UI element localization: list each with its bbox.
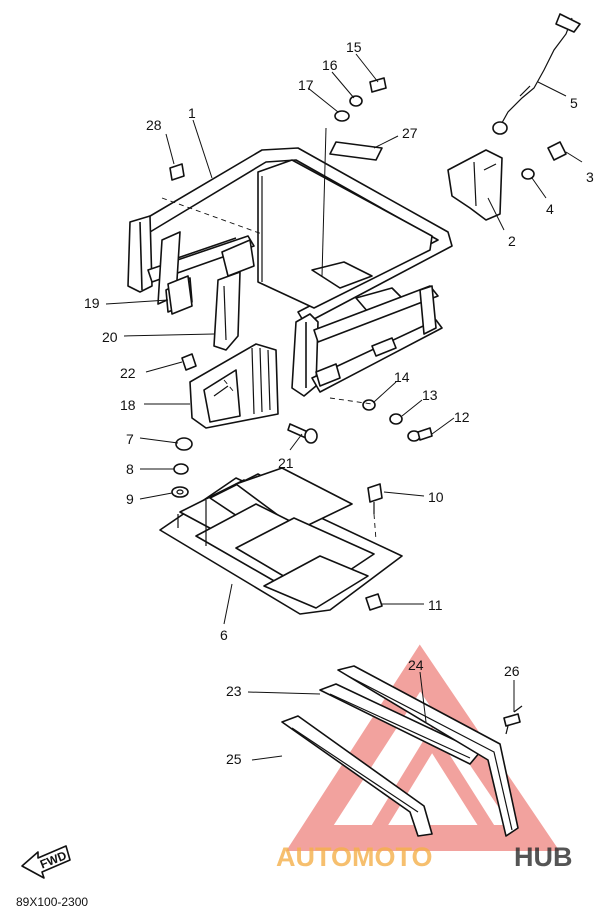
fwd-label: FWD bbox=[38, 848, 69, 871]
callout-14: 14 bbox=[394, 369, 410, 385]
cable-5 bbox=[492, 13, 581, 135]
washer-17 bbox=[334, 110, 350, 122]
nut-28 bbox=[169, 163, 185, 181]
callout-13: 13 bbox=[422, 387, 438, 403]
callout-15: 15 bbox=[346, 39, 362, 55]
callout-12: 12 bbox=[454, 409, 470, 425]
drawing-code: 89X100-2300 bbox=[16, 895, 88, 909]
nut-4 bbox=[521, 168, 535, 180]
callout-8: 8 bbox=[126, 461, 134, 477]
callout-21: 21 bbox=[278, 455, 294, 471]
callout-23: 23 bbox=[226, 683, 242, 699]
callout-7: 7 bbox=[126, 431, 134, 447]
fwd-arrow-icon bbox=[21, 845, 71, 879]
callouts: 1 2 3 4 5 6 7 8 9 10 11 12 13 14 15 16 1… bbox=[84, 39, 594, 767]
callout-22: 22 bbox=[120, 365, 136, 381]
callout-3: 3 bbox=[586, 169, 594, 185]
bolt-12 bbox=[407, 427, 433, 442]
callout-18: 18 bbox=[120, 397, 136, 413]
callout-2: 2 bbox=[508, 233, 516, 249]
floor-mat-6 bbox=[159, 467, 403, 615]
nut-16 bbox=[349, 95, 363, 107]
latch-2 bbox=[447, 149, 503, 221]
callout-26: 26 bbox=[504, 663, 520, 679]
callout-17: 17 bbox=[298, 77, 314, 93]
washer-8 bbox=[173, 463, 189, 475]
rail-25 bbox=[281, 715, 433, 837]
fwd-arrow: FWD bbox=[21, 845, 71, 879]
bolt-3 bbox=[547, 141, 567, 161]
callout-27: 27 bbox=[402, 125, 418, 141]
watermark-suffix: HUB bbox=[514, 842, 573, 872]
callout-11: 11 bbox=[428, 597, 443, 613]
nut-7 bbox=[175, 437, 193, 451]
watermark-text: AUTOMOTO HUB bbox=[276, 842, 573, 872]
watermark-prefix: AUTOMOTO bbox=[276, 842, 433, 872]
bolt-21 bbox=[287, 423, 318, 444]
bolt-15 bbox=[369, 77, 387, 93]
washer-9 bbox=[171, 486, 189, 498]
fastener-26 bbox=[503, 705, 523, 735]
callout-16: 16 bbox=[322, 57, 338, 73]
center-lines bbox=[161, 197, 377, 541]
cap-22 bbox=[181, 353, 197, 371]
label-27 bbox=[329, 141, 383, 161]
washer-14 bbox=[362, 399, 376, 411]
nut-11 bbox=[365, 593, 383, 611]
callout-19: 19 bbox=[84, 295, 100, 311]
callout-20: 20 bbox=[102, 329, 118, 345]
callout-25: 25 bbox=[226, 751, 242, 767]
leader-lines bbox=[105, 53, 583, 761]
callout-28: 28 bbox=[146, 117, 162, 133]
callout-4: 4 bbox=[546, 201, 554, 217]
callout-9: 9 bbox=[126, 491, 134, 507]
rail-24 bbox=[337, 665, 519, 837]
side-cover-18 bbox=[189, 343, 279, 429]
callout-24: 24 bbox=[408, 657, 424, 673]
callout-1: 1 bbox=[188, 105, 196, 121]
bracket-19 bbox=[167, 275, 193, 315]
bracket-20 bbox=[213, 271, 241, 351]
carrier-frame bbox=[127, 147, 453, 397]
callout-6: 6 bbox=[220, 627, 228, 643]
washer-13 bbox=[389, 413, 403, 425]
callout-10: 10 bbox=[428, 489, 444, 505]
callout-5: 5 bbox=[570, 95, 578, 111]
bolt-10 bbox=[367, 483, 383, 514]
